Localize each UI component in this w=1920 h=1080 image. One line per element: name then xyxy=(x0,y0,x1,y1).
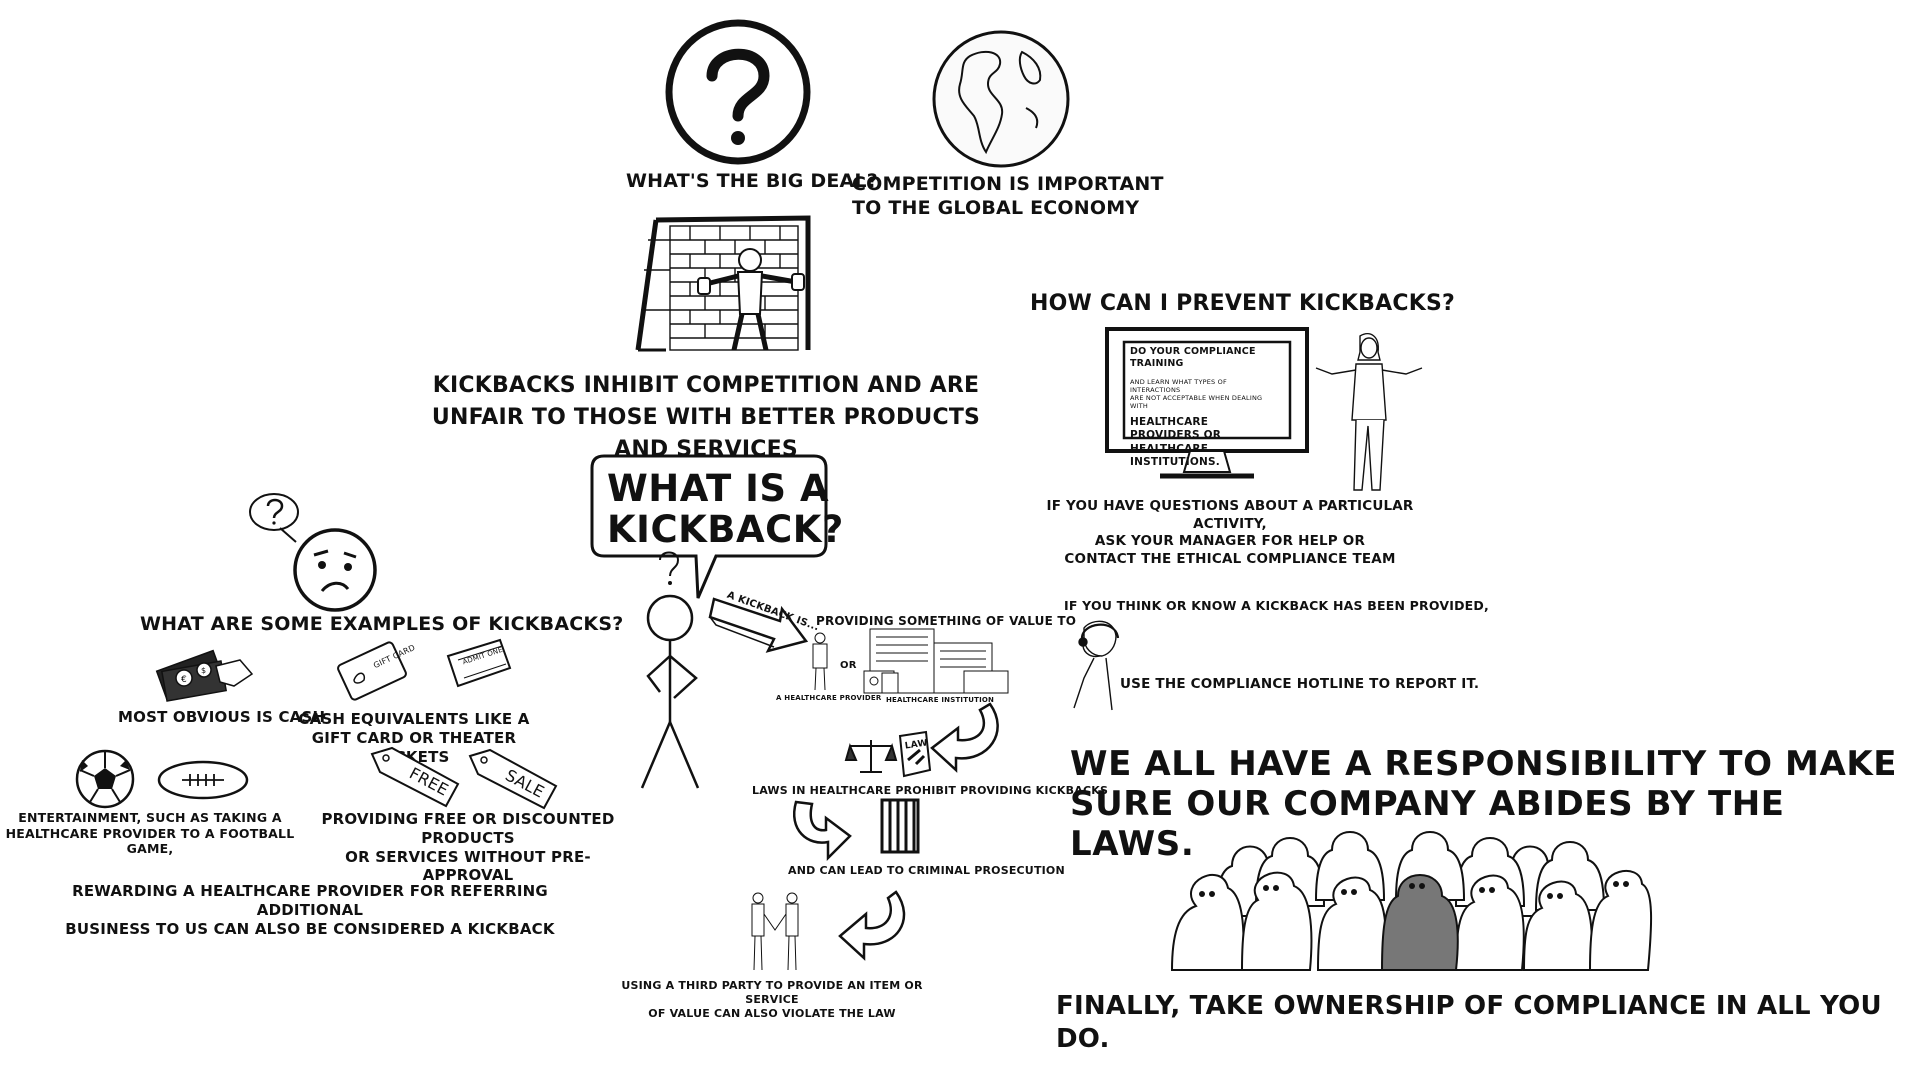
curved-arrow-down-icon xyxy=(930,702,1006,778)
confused-face-icon xyxy=(292,527,378,617)
finally-text: FINALLY, TAKE OWNERSHIP OF COMPLIANCE IN… xyxy=(1056,991,1882,1054)
provider-label: A HEALTHCARE PROVIDER xyxy=(776,694,882,702)
curved-arrow-left-icon xyxy=(838,890,912,966)
free-discounted-text: PROVIDING FREE OR DISCOUNTED PRODUCTS OR… xyxy=(321,810,615,885)
cash-icon: € $ xyxy=(154,642,260,706)
thought-bubble-question-icon xyxy=(246,492,306,548)
speech-bubble xyxy=(586,452,831,606)
shrugging-woman-icon xyxy=(1310,330,1426,502)
laws-prohibit-text: LAWS IN HEALTHCARE PROHIBIT PROVIDING KI… xyxy=(752,784,1109,797)
stick-figure-icon xyxy=(630,551,710,796)
providing-text: PROVIDING SOMETHING OF VALUE TO xyxy=(816,614,1077,628)
svg-text:€: € xyxy=(181,675,187,685)
jail-cell-icon xyxy=(880,798,920,858)
inhibit-text: KICKBACKS INHIBIT COMPETITION AND ARE UN… xyxy=(431,373,981,462)
cash-text: MOST OBVIOUS IS CASH xyxy=(118,708,326,726)
responsibility-text: WE ALL HAVE A RESPONSIBILITY TO MAKE SUR… xyxy=(1070,744,1898,865)
football-icon xyxy=(156,758,250,806)
entertainment-text: ENTERTAINMENT, SUCH AS TAKING A HEALTHCA… xyxy=(5,810,295,857)
globe-icon xyxy=(930,28,1072,174)
scales-of-justice-icon xyxy=(844,736,898,780)
monitor-icon xyxy=(1104,326,1310,488)
handshake-icon xyxy=(746,890,804,978)
questions-text: IF YOU HAVE QUESTIONS ABOUT A PARTICULAR… xyxy=(1046,498,1414,567)
goalkeeper-brick-wall-illustration xyxy=(635,210,816,364)
think-know-text: IF YOU THINK OR KNOW A KICKBACK HAS BEEN… xyxy=(1064,598,1489,613)
rewarding-text: REWARDING A HEALTHCARE PROVIDER FOR REFE… xyxy=(65,882,555,938)
hospital-icon xyxy=(863,625,1012,701)
soccer-ball-icon xyxy=(74,748,136,814)
crowd-of-people-icon xyxy=(1170,826,1653,976)
sale-tag-icon xyxy=(466,746,562,816)
examples-title: WHAT ARE SOME EXAMPLES OF KICKBACKS? xyxy=(140,613,624,635)
arrow-sign-icon xyxy=(708,585,810,659)
question-mark-icon xyxy=(664,18,812,170)
law-book-icon xyxy=(896,730,932,782)
what-is-kickback-title: WHAT IS A KICKBACK? xyxy=(607,467,844,552)
big-deal-text: WHAT'S THE BIG DEAL? xyxy=(626,170,878,192)
free-tag-icon xyxy=(368,744,464,814)
criminal-text: AND CAN LEAD TO CRIMINAL PROSECUTION xyxy=(788,864,1065,877)
monitor-text: DO YOUR COMPLIANCE TRAINING AND LEARN WH… xyxy=(1130,346,1263,468)
competition-text: COMPETITION IS IMPORTANT TO THE GLOBAL E… xyxy=(852,173,1164,219)
svg-text:$: $ xyxy=(201,666,206,675)
theater-ticket-icon xyxy=(444,634,518,694)
doctor-icon xyxy=(808,632,832,696)
curved-arrow-right-icon xyxy=(792,800,852,866)
hotline-text: USE THE COMPLIANCE HOTLINE TO REPORT IT. xyxy=(1120,676,1480,692)
or-text: OR xyxy=(840,660,857,671)
gift-card-icon xyxy=(336,638,412,708)
prevent-title: HOW CAN I PREVENT KICKBACKS? xyxy=(1030,291,1455,316)
institution-label: HEALTHCARE INSTITUTION xyxy=(886,696,995,704)
headset-operator-icon xyxy=(1066,618,1130,718)
third-party-text: USING A THIRD PARTY TO PROVIDE AN ITEM O… xyxy=(621,979,923,1020)
